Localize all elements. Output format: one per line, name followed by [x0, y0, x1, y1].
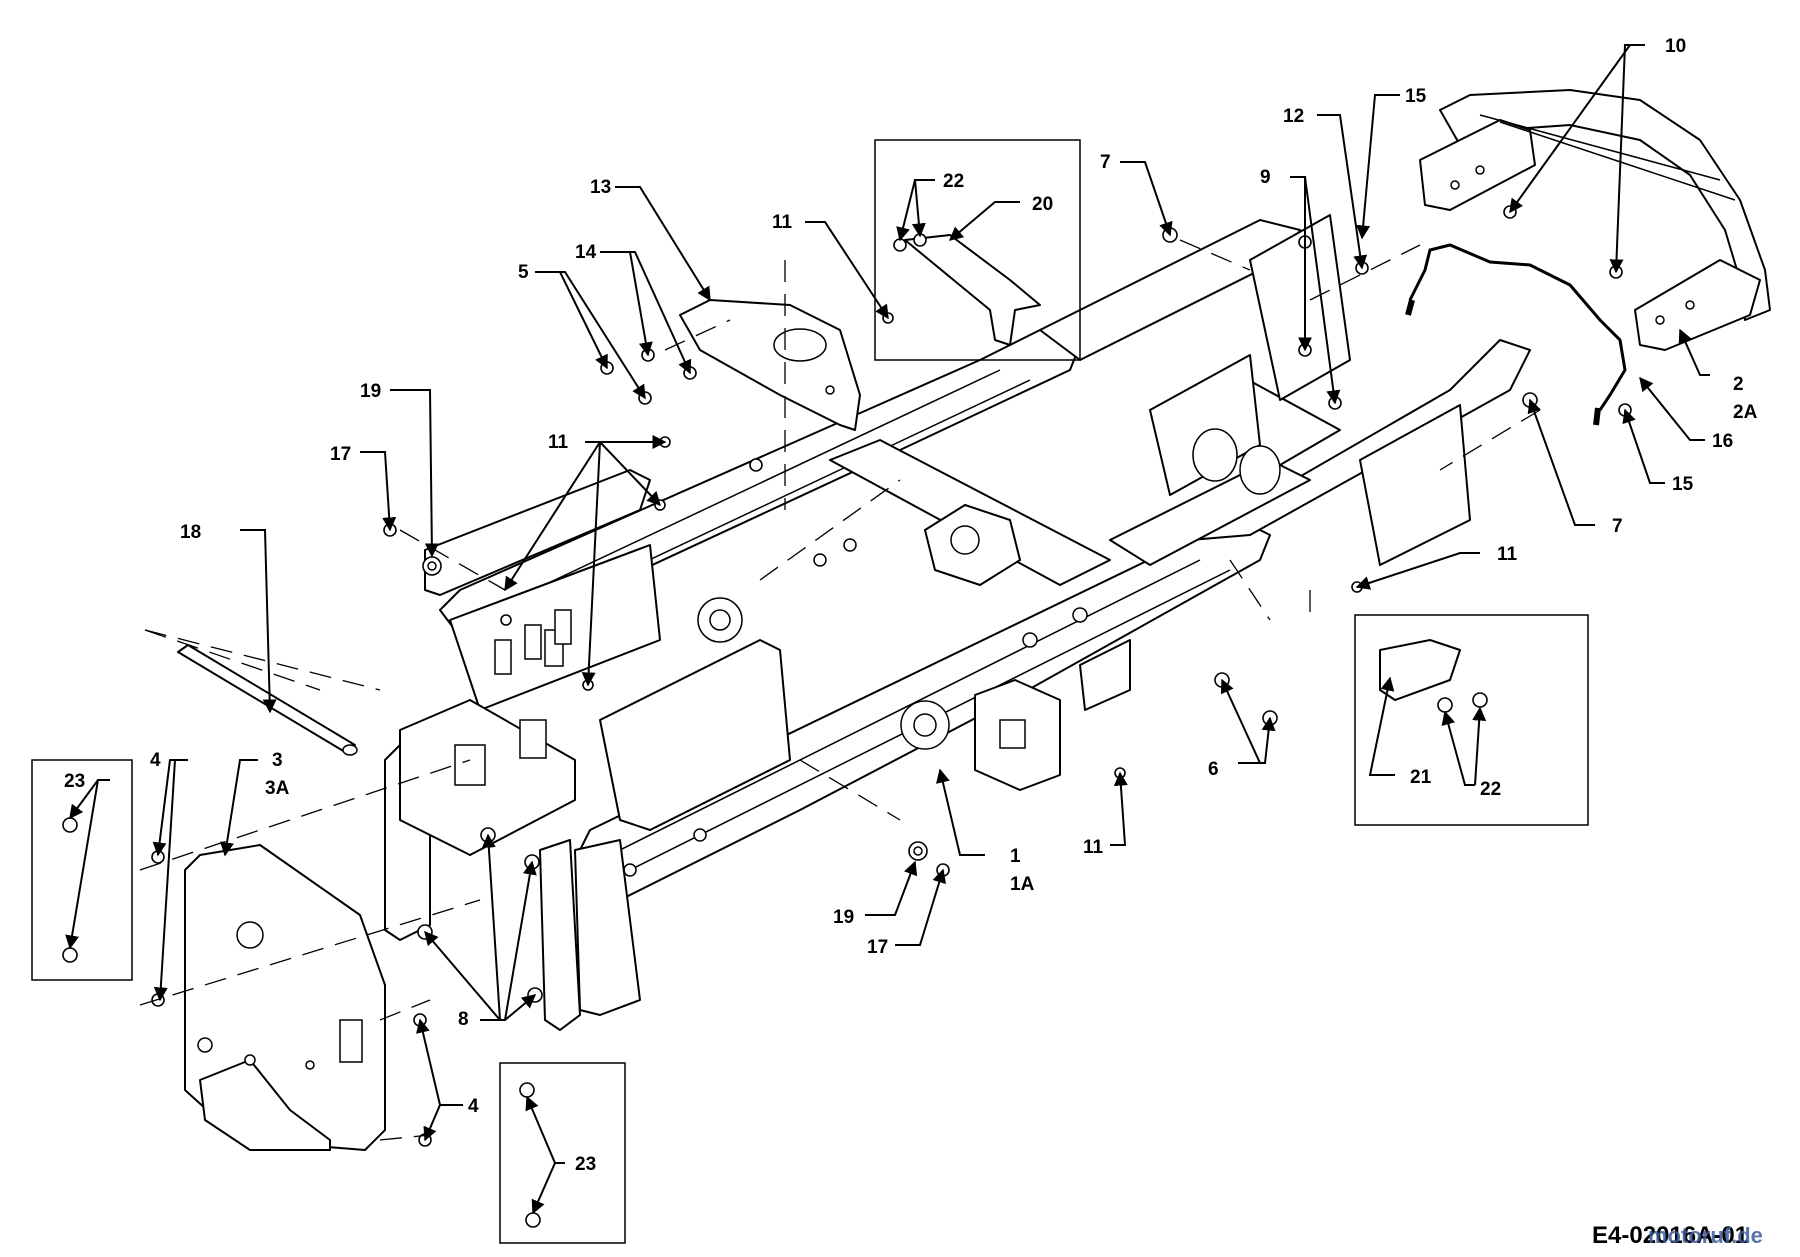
detail-box-21-22	[1354, 614, 1589, 826]
watermark-logo: motoruf.de	[1648, 1223, 1763, 1248]
callout-3: 3	[272, 750, 283, 771]
callout-15-right: 15	[1672, 474, 1694, 495]
callout-11-left: 11	[548, 432, 569, 453]
callout-7-top: 7	[1100, 152, 1111, 173]
callout-18: 18	[180, 522, 201, 543]
rear-bumper	[1419, 89, 1771, 351]
callout-2: 2	[1733, 374, 1744, 395]
callout-17-bottom: 17	[867, 937, 888, 958]
detail-box-23-left	[31, 759, 133, 981]
callout-14: 14	[575, 242, 597, 263]
callout-7-right: 7	[1612, 516, 1623, 537]
callout-labels: 1 1A 2 2A 3 3A 4 4 5 6 7 7 8 9 10 11 11 …	[64, 36, 1758, 1175]
callout-23-bottom: 23	[575, 1154, 596, 1175]
cover-13	[679, 299, 861, 431]
drawing-code: E4-02016A-01	[1592, 1222, 1748, 1249]
callout-23-left: 23	[64, 771, 85, 792]
callout-11-bottom: 11	[1083, 837, 1104, 858]
callout-11-right: 11	[1497, 544, 1518, 565]
callout-16: 16	[1712, 431, 1733, 452]
callout-4-top: 4	[150, 750, 161, 771]
callout-8: 8	[458, 1009, 469, 1030]
callout-19-bottom: 19	[833, 907, 854, 928]
callout-12: 12	[1283, 106, 1304, 127]
assembly-lines	[139, 239, 1541, 1141]
leader-lines	[65, 44, 1710, 1215]
callout-13: 13	[590, 177, 611, 198]
callout-1a: 1A	[1010, 874, 1035, 895]
front-brackets	[384, 469, 651, 1031]
callout-3a: 3A	[265, 778, 290, 799]
callout-6: 6	[1208, 759, 1219, 780]
main-frame	[439, 214, 1531, 906]
callout-20: 20	[1032, 194, 1053, 215]
callout-22-bottom: 22	[1480, 779, 1501, 800]
rod-16	[1405, 243, 1627, 426]
callout-2a: 2A	[1733, 402, 1758, 423]
callout-17-left: 17	[330, 444, 351, 465]
callout-10: 10	[1665, 36, 1686, 57]
callout-22-top: 22	[943, 171, 964, 192]
callout-19-left: 19	[360, 381, 381, 402]
callout-15-top: 15	[1405, 86, 1427, 107]
detail-box-20-22	[874, 139, 1081, 361]
callout-9: 9	[1260, 167, 1271, 188]
rod-18	[177, 644, 358, 756]
callout-5: 5	[518, 262, 529, 283]
callout-21: 21	[1410, 767, 1432, 788]
callout-4-bottom: 4	[468, 1096, 479, 1117]
callout-1: 1	[1010, 846, 1021, 867]
front-panel	[184, 844, 386, 1151]
callout-11-top: 11	[772, 212, 793, 233]
detail-box-23-bottom	[499, 1062, 626, 1244]
